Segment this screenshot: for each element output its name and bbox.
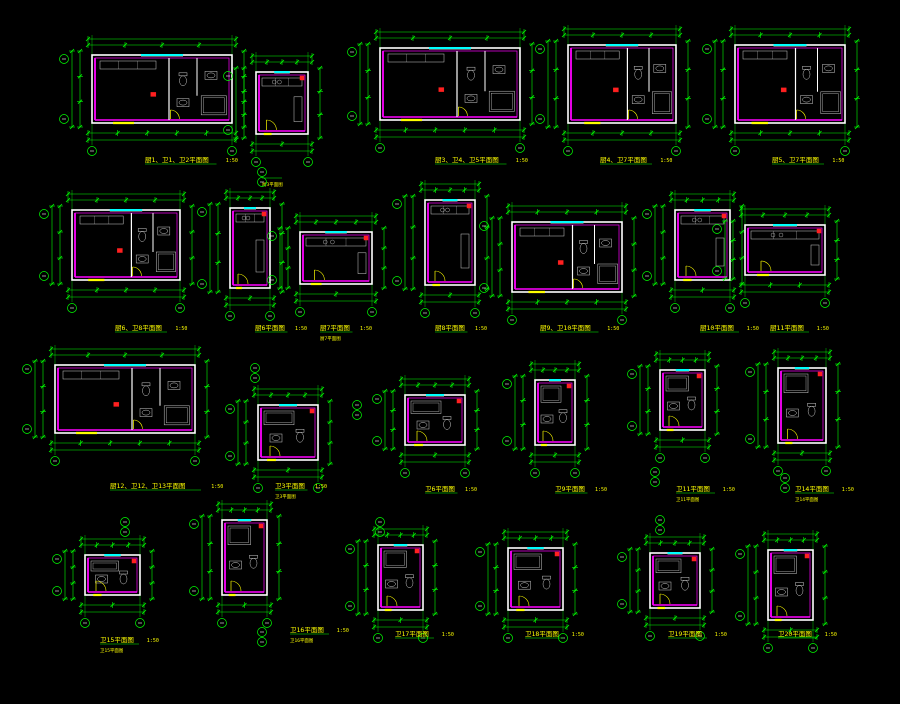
plan-scale: 1:50: [825, 632, 837, 638]
plan-note: 厨7平面图: [320, 336, 341, 342]
floor-plan-p10: 厨9、卫10平面图 1:50: [479, 202, 637, 333]
plan-note: 卫11平面图: [676, 497, 700, 503]
index-bubble-group: [257, 627, 267, 647]
plan-caption: 厨4、卫7平面图: [600, 156, 647, 164]
floor-plan-p24: 卫20平面图 1:50: [735, 530, 837, 653]
floor-plan-p01: 厨1、卫1、卫2平面图 1:50: [59, 35, 247, 165]
floor-plan-p02: 厨3平面图: [223, 52, 323, 188]
plan-scale: 1:50: [572, 632, 584, 638]
plan-scale: 1:50: [175, 326, 187, 332]
floor-plan-p17: 卫11平面图 1:50 卫11平面图: [627, 350, 735, 503]
plan-caption: 厨8平面图: [435, 324, 465, 332]
plan-caption: 厨6平面图: [255, 324, 285, 332]
floor-plan-p23: 卫19平面图 1:50: [617, 533, 727, 641]
plan-scale: 1:50: [475, 326, 487, 332]
floor-plan-p04: 厨4、卫7平面图 1:50: [535, 25, 691, 165]
plan-scale: 1:50: [723, 487, 735, 493]
floor-plan-p09: 厨8平面图 1:50: [392, 180, 490, 333]
plan-scale: 1:50: [747, 326, 759, 332]
plan-scale: 1:50: [607, 326, 619, 332]
floor-plan-p18: 卫14平面图 1:50 卫14平面图: [745, 348, 854, 503]
plan-scale: 1:50: [295, 326, 307, 332]
floor-plan-p20: 卫16平面图 1:50 卫16平面图: [189, 500, 349, 644]
plan-caption: 卫18平面图: [525, 630, 559, 638]
plan-scale: 1:50: [315, 484, 327, 490]
index-bubble-group: [352, 400, 362, 420]
floor-plan-p05: 厨5、卫7平面图 1:50: [702, 25, 860, 165]
plan-caption: 卫3平面图: [275, 482, 305, 490]
floor-plan-p14: 卫3平面图 1:50 卫3平面图: [225, 385, 333, 500]
index-bubble-group: [257, 167, 267, 187]
plan-caption: 卫14平面图: [795, 485, 829, 493]
plan-caption: 厨5、卫7平面图: [772, 156, 819, 164]
floor-plan-p15: 卫6平面图 1:50: [372, 375, 480, 494]
index-bubble-group: [650, 467, 660, 487]
plan-scale: 1:50: [226, 158, 238, 164]
plan-caption: 厨6、卫8平面图: [115, 324, 162, 332]
plan-note: 卫3平面图: [275, 494, 296, 500]
floor-plan-p16: 卫9平面图 1:50: [502, 360, 607, 494]
plan-note: 卫14平面图: [795, 497, 819, 503]
floor-plan-p12: 厨11平面图 1:50: [712, 205, 840, 333]
plan-caption: 卫15平面图: [100, 636, 134, 644]
plan-scale: 1:50: [147, 638, 159, 644]
plan-scale: 1:50: [842, 487, 854, 493]
plan-scale: 1:50: [337, 628, 349, 634]
plan-note: 厨3平面图: [262, 182, 283, 188]
floor-plan-p22: 卫18平面图 1:50: [475, 528, 584, 643]
plan-caption: 卫9平面图: [555, 485, 585, 493]
plan-scale: 1:50: [817, 326, 829, 332]
plan-scale: 1:50: [465, 487, 477, 493]
plan-scale: 1:50: [715, 632, 727, 638]
floor-plan-p06: 厨6、卫8平面图 1:50: [39, 190, 195, 333]
floor-plan-p21: 卫17平面图 1:50: [345, 525, 454, 643]
plan-note: 卫15平面图: [100, 648, 124, 654]
plan-caption: 卫11平面图: [676, 485, 710, 493]
plan-caption: 卫20平面图: [778, 630, 812, 638]
index-bubble-group: [655, 515, 665, 535]
plan-caption: 厨11平面图: [770, 324, 804, 332]
plan-caption: 厨7平面图: [320, 324, 350, 332]
plan-caption: 厨9、卫10平面图: [540, 324, 591, 332]
plan-caption: 卫17平面图: [395, 630, 429, 638]
plan-caption: 厨1、卫1、卫2平面图: [145, 156, 209, 164]
index-bubble-group: [120, 517, 130, 537]
plan-caption: 卫19平面图: [668, 630, 702, 638]
index-bubble-group: [250, 363, 260, 383]
plan-note: 卫16平面图: [290, 638, 314, 644]
plan-scale: 1:50: [360, 326, 372, 332]
floor-plan-p11: 厨10平面图 1:50: [642, 190, 759, 333]
floor-plan-p13: 厨12、卫12、卫13平面图 1:50: [22, 345, 223, 491]
plan-caption: 厨12、卫12、卫13平面图: [110, 482, 185, 490]
plan-scale: 1:50: [832, 158, 844, 164]
floor-plan-p08: 厨7平面图 1:50 厨7平面图: [267, 212, 387, 342]
floor-plan-p19: 卫15平面图 1:50 卫15平面图: [52, 535, 159, 654]
plan-caption: 卫6平面图: [425, 485, 455, 493]
plan-caption: 厨3、卫4、卫5平面图: [435, 156, 499, 164]
plan-scale: 1:50: [211, 484, 223, 490]
index-bubble-group: [375, 517, 385, 537]
plan-scale: 1:50: [516, 158, 528, 164]
floor-plan-p07: 厨6平面图 1:50: [197, 188, 307, 333]
plan-caption: 厨10平面图: [700, 324, 734, 332]
floor-plan-p03: 厨3、卫4、卫5平面图 1:50: [347, 28, 535, 165]
plan-scale: 1:50: [442, 632, 454, 638]
index-bubble-group: [780, 473, 790, 493]
plan-scale: 1:50: [660, 158, 672, 164]
plan-caption: 卫16平面图: [290, 626, 324, 634]
plan-scale: 1:50: [595, 487, 607, 493]
